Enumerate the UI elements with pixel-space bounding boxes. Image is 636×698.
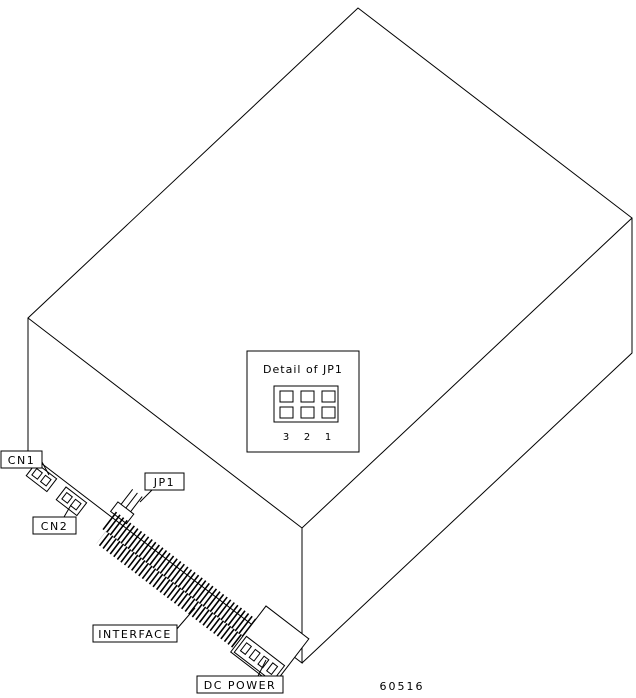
cn1-pin-hole — [39, 474, 52, 487]
jumper-pad — [321, 390, 336, 403]
jp1-jumper-block — [109, 488, 143, 525]
callout-interface: INTERFACE — [92, 607, 196, 643]
cn2-pin-hole — [61, 491, 73, 504]
cn2-connector — [55, 486, 88, 517]
cn1-connector — [25, 462, 58, 493]
callout-dc-power: DC POWER — [196, 659, 284, 694]
jumper-pad — [279, 390, 294, 403]
interface-contact-row — [96, 530, 262, 663]
jumper-pad — [300, 390, 315, 403]
interface-connector — [96, 511, 280, 663]
cn1-leader-line — [41, 461, 50, 476]
jp1-pin — [119, 488, 134, 507]
jp1-label-box — [144, 472, 185, 491]
dc-power-housing — [229, 605, 310, 686]
jumper-pin-number: 3 — [283, 432, 289, 443]
interface-contact-row — [102, 511, 280, 655]
jp1-detail-inset: Detail of JP1 3 2 1 — [246, 350, 360, 453]
jp1-pin — [128, 496, 143, 514]
callout-jp1: JP1 — [139, 472, 185, 503]
cn2-connector-body — [55, 486, 88, 517]
interface-leader-line — [175, 607, 196, 631]
dc-power-pin — [248, 648, 261, 662]
jumper-pad — [321, 406, 336, 419]
jp1-pin — [124, 492, 138, 510]
cn2-pin-hole — [69, 498, 82, 511]
cn2-label: CN2 — [41, 520, 68, 533]
cn1-pin-hole — [31, 467, 43, 480]
cn2-label-box — [32, 516, 77, 535]
dc-power-pin — [257, 655, 270, 669]
jumper-pin-number: 1 — [325, 432, 331, 443]
dc-power-connector — [229, 605, 310, 686]
callout-cn1: CN1 — [0, 450, 50, 476]
cn2-leader-line — [63, 504, 72, 518]
drive-enclosure-outline — [27, 7, 633, 665]
dc-power-pin — [265, 662, 279, 676]
jp1-leader-line — [139, 489, 153, 503]
jumper-pin-number: 2 — [304, 432, 310, 443]
cn1-label-box — [0, 450, 43, 469]
jp1-label: JP1 — [153, 476, 175, 489]
interface-label: INTERFACE — [98, 628, 172, 641]
jumper-pad — [279, 406, 294, 419]
dc-power-label: DC POWER — [204, 679, 276, 692]
interface-label-box — [92, 624, 178, 643]
dc-power-pin — [239, 642, 253, 656]
dc-power-label-box — [196, 675, 284, 694]
callout-cn2: CN2 — [32, 504, 77, 535]
dc-power-leader-line — [257, 659, 267, 677]
cn1-label: CN1 — [8, 454, 35, 467]
figure-number: 60516 — [380, 680, 425, 693]
detail-inset-title: Detail of JP1 — [263, 363, 343, 376]
enclosure-side-edges — [27, 218, 633, 665]
jumper-pad — [300, 406, 315, 419]
